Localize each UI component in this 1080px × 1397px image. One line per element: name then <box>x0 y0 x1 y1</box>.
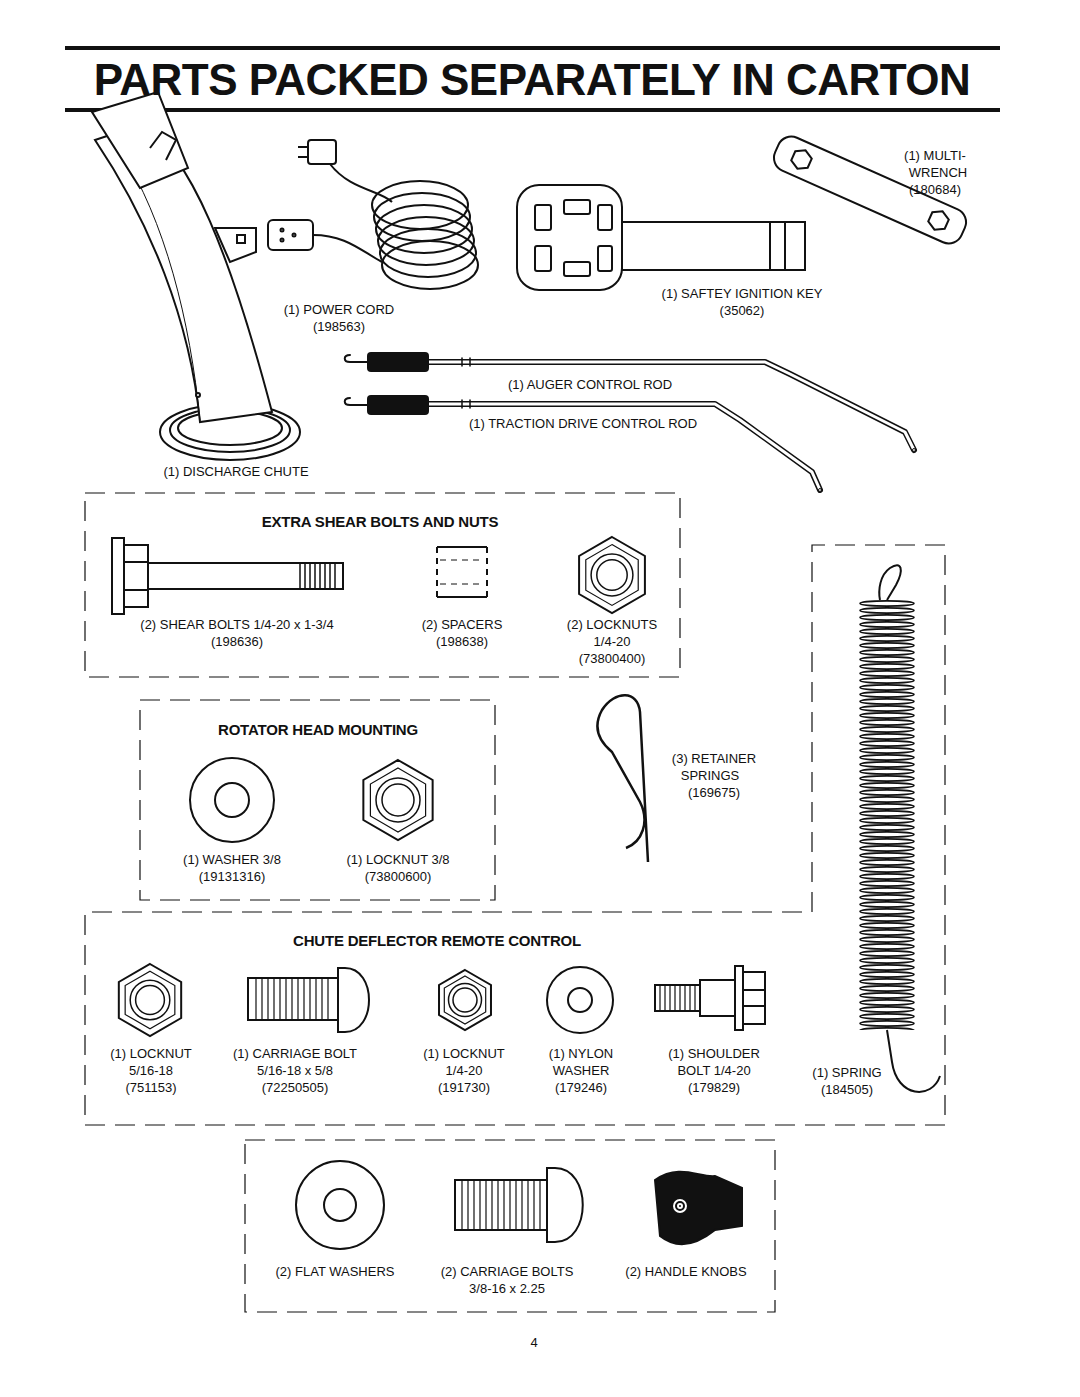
discharge-chute <box>92 92 300 460</box>
ignition-key <box>517 185 805 290</box>
part-label: SPRINGS <box>681 769 740 782</box>
part-label: (1) NYLON <box>549 1047 613 1060</box>
part-label: (184505) <box>821 1083 873 1096</box>
part-label: WRENCH <box>909 166 968 179</box>
part-label: (1) MULTI- <box>904 149 966 162</box>
part-label: (2) SHEAR BOLTS 1/4-20 x 1-3/4 <box>140 618 333 631</box>
part-label: (1) DISCHARGE CHUTE <box>163 465 308 478</box>
part-label: (1) SHOULDER <box>668 1047 760 1060</box>
part-label: (1) LOCKNUT <box>110 1047 192 1060</box>
part-label: WASHER <box>553 1064 610 1077</box>
title-rule <box>65 46 1000 50</box>
part-label: (169675) <box>688 786 740 799</box>
dashed-outline <box>85 493 680 677</box>
part-label: BOLT 1/4-20 <box>677 1064 750 1077</box>
title-rule <box>65 108 1000 112</box>
part-label: (1) WASHER 3/8 <box>183 853 281 866</box>
parts-group-box: (2) FLAT WASHERS (2) CARRIAGE BOLTS 3/8-16… <box>245 1140 775 1312</box>
deflector-hardware <box>248 966 765 1033</box>
multi-wrench <box>769 132 970 248</box>
part-label: (751153) <box>125 1081 176 1094</box>
part-label: (73800400) <box>579 652 646 665</box>
part-label: (1) CARRIAGE BOLT <box>233 1047 357 1060</box>
part-label: (72250505) <box>262 1081 329 1094</box>
part-label: 4 <box>530 1336 537 1349</box>
part-label: (19131316) <box>199 870 266 883</box>
parts-group-box: ROTATOR HEAD MOUNTING (1) WASHER 3/8 (1913… <box>140 700 495 900</box>
dashed-outline <box>245 1140 775 1312</box>
part-label: (1) TRACTION DRIVE CONTROL ROD <box>469 417 697 430</box>
retainer-spring <box>597 695 648 862</box>
part-label: (1) LOCKNUT <box>423 1047 505 1060</box>
part-label: (198638) <box>436 635 488 648</box>
dashed-outline <box>85 545 945 1125</box>
part-label: (198636) <box>211 635 263 648</box>
part-label: (179246) <box>555 1081 607 1094</box>
part-label: (35062) <box>720 304 765 317</box>
dashed-outline <box>85 545 945 1125</box>
part-label: (2) LOCKNUTS <box>567 618 657 631</box>
part-label: 1/4-20 <box>446 1064 483 1077</box>
part-label: (3) RETAINER <box>672 752 756 765</box>
rotator-hardware <box>190 758 274 842</box>
part-label: 5/16-18 x 5/8 <box>257 1064 333 1077</box>
part-label: 1/4-20 <box>594 635 631 648</box>
group-heading: EXTRA SHEAR BOLTS AND NUTS <box>262 514 499 529</box>
page-title: PARTS PACKED SEPARATELY IN CARTON <box>94 58 971 102</box>
parts-group-box: CHUTE DEFLECTOR REMOTE CONTROL (1) LOCKNU… <box>85 545 945 1125</box>
part-label: 3/8-16 x 2.25 <box>469 1282 545 1295</box>
part-label: (1) AUGER CONTROL ROD <box>508 378 672 391</box>
handle-hardware <box>296 1161 742 1249</box>
parts-group-box: EXTRA SHEAR BOLTS AND NUTS (2) SHEAR BOLT… <box>85 493 680 677</box>
part-label: (2) FLAT WASHERS <box>276 1265 395 1278</box>
part-label: (180684) <box>909 183 961 196</box>
part-label: 5/16-18 <box>129 1064 173 1077</box>
part-label: (73800600) <box>365 870 432 883</box>
dashed-outline <box>140 700 495 900</box>
part-label: (1) SAFTEY IGNITION KEY <box>662 287 823 300</box>
part-label: (1) SPRING <box>812 1066 881 1079</box>
part-label: (179829) <box>688 1081 740 1094</box>
part-label: (198563) <box>313 320 365 333</box>
extension-spring <box>858 565 940 1092</box>
part-label: (2) CARRIAGE BOLTS <box>441 1265 574 1278</box>
control-rods <box>345 352 916 492</box>
part-label: (2) SPACERS <box>422 618 503 631</box>
part-label: (2) HANDLE KNOBS <box>625 1265 746 1278</box>
group-heading: ROTATOR HEAD MOUNTING <box>218 722 418 737</box>
part-label: (1) POWER CORD <box>284 303 395 316</box>
part-label: (191730) <box>438 1081 490 1094</box>
power-cord <box>268 140 478 289</box>
shear-hardware <box>112 538 487 614</box>
group-heading: CHUTE DEFLECTOR REMOTE CONTROL <box>293 933 581 948</box>
part-label: (1) LOCKNUT 3/8 <box>346 853 449 866</box>
